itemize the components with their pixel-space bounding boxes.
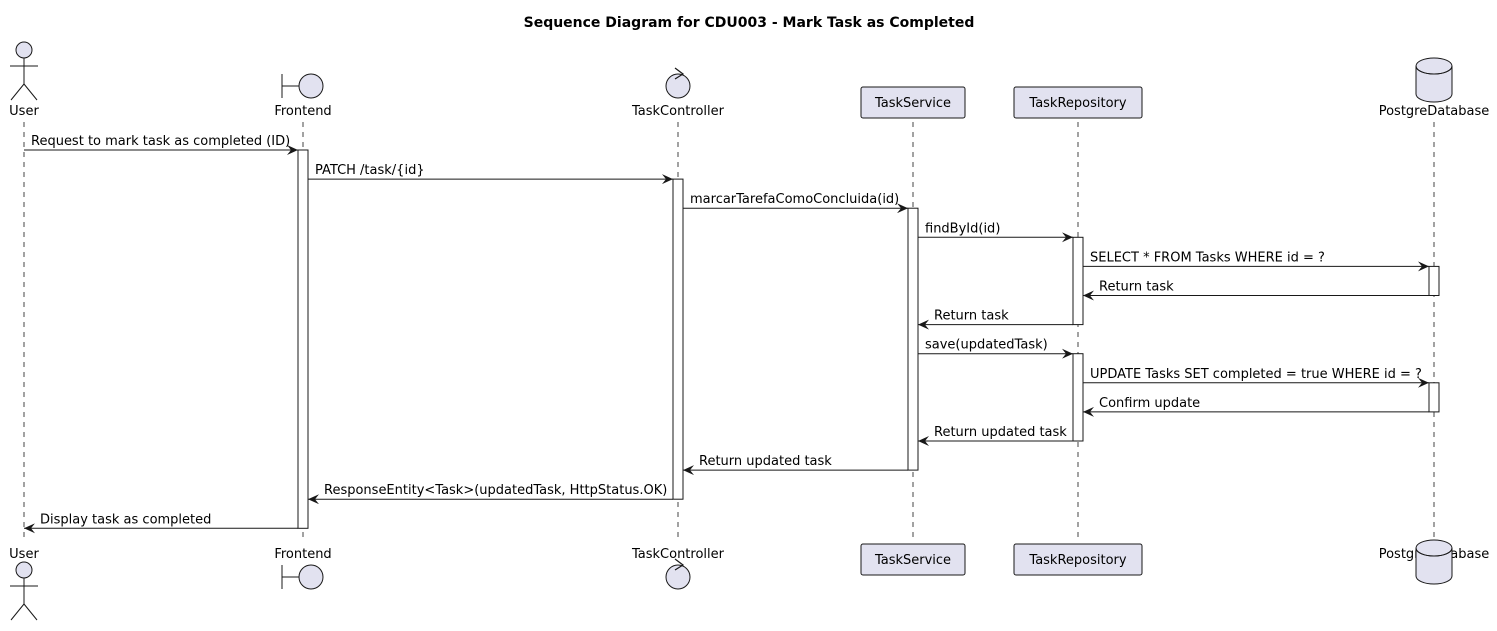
message-label: save(updatedTask) bbox=[925, 338, 1048, 353]
message-label: SELECT * FROM Tasks WHERE id = ? bbox=[1090, 250, 1325, 265]
diagram-title: Sequence Diagram for CDU003 - Mark Task … bbox=[524, 15, 975, 31]
activation-bar-taskrepository bbox=[1072, 236, 1084, 326]
participant-taskrepository-top: TaskRepository bbox=[1013, 86, 1143, 119]
participant-frontend-bottom: Frontend bbox=[274, 547, 332, 590]
activation-bar-taskrepository bbox=[1072, 353, 1084, 442]
participant-label-taskrepository: TaskRepository bbox=[1028, 553, 1126, 568]
participant-taskrepository-bottom: TaskRepository bbox=[1013, 543, 1143, 576]
participant-label-postgredatabase: PostgreDatabase bbox=[1379, 104, 1490, 119]
participant-frontend-top: Frontend bbox=[274, 73, 332, 119]
participant-taskcontroller-bottom: TaskController bbox=[631, 547, 725, 590]
participant-label-user: User bbox=[9, 104, 39, 119]
actor-icon bbox=[10, 41, 38, 101]
activation-bar-postgredatabase bbox=[1428, 382, 1440, 413]
activation-bar-frontend bbox=[297, 149, 309, 529]
message-label: Request to mark task as completed (ID) bbox=[31, 134, 290, 149]
participant-label-taskrepository: TaskRepository bbox=[1028, 96, 1126, 111]
participant-postgredatabase-bottom: PostgreDatabase bbox=[1379, 539, 1489, 585]
message-label: Return task bbox=[1099, 280, 1174, 295]
activation-bar-postgredatabase bbox=[1428, 265, 1440, 296]
message-label: Display task as completed bbox=[40, 512, 211, 527]
participant-user-top: User bbox=[9, 41, 39, 119]
participant-postgredatabase-top: PostgreDatabase bbox=[1379, 57, 1490, 119]
participant-box bbox=[1013, 543, 1143, 576]
participant-label-frontend: Frontend bbox=[274, 547, 331, 562]
participant-taskservice-bottom: TaskService bbox=[860, 543, 966, 576]
message-label: marcarTarefaComoConcluida(id) bbox=[690, 192, 899, 207]
participant-label-taskservice: TaskService bbox=[874, 96, 951, 111]
database-icon bbox=[1415, 539, 1453, 585]
boundary-icon bbox=[281, 73, 324, 99]
actor-icon bbox=[10, 561, 38, 621]
participant-label-frontend: Frontend bbox=[274, 104, 331, 119]
activation-bar-taskcontroller bbox=[672, 178, 684, 500]
boundary-icon bbox=[281, 564, 324, 590]
control-icon bbox=[665, 67, 691, 99]
participant-label-taskcontroller: TaskController bbox=[631, 547, 725, 562]
database-icon bbox=[1415, 57, 1453, 103]
participant-user-bottom: User bbox=[9, 547, 39, 621]
message-label: ResponseEntity<Task>(updatedTask, HttpSt… bbox=[324, 483, 667, 498]
activation-bar-taskservice bbox=[907, 207, 919, 471]
participant-label-taskservice: TaskService bbox=[874, 553, 951, 568]
message-label: UPDATE Tasks SET completed = true WHERE … bbox=[1090, 367, 1422, 382]
participant-label-taskcontroller: TaskController bbox=[631, 104, 725, 119]
message-label: Return updated task bbox=[934, 425, 1067, 440]
participant-taskservice-top: TaskService bbox=[860, 86, 966, 119]
participant-box bbox=[1013, 86, 1143, 119]
message-label: Return updated task bbox=[699, 454, 832, 469]
control-icon bbox=[665, 558, 691, 590]
participant-box bbox=[860, 543, 966, 576]
participant-label-user: User bbox=[9, 547, 39, 562]
participant-box bbox=[860, 86, 966, 119]
participant-taskcontroller-top: TaskController bbox=[631, 67, 725, 119]
message-label: PATCH /task/{id} bbox=[315, 163, 425, 178]
message-label: Confirm update bbox=[1099, 396, 1200, 411]
message-label: findById(id) bbox=[925, 221, 1000, 236]
message-label: Return task bbox=[934, 309, 1009, 324]
